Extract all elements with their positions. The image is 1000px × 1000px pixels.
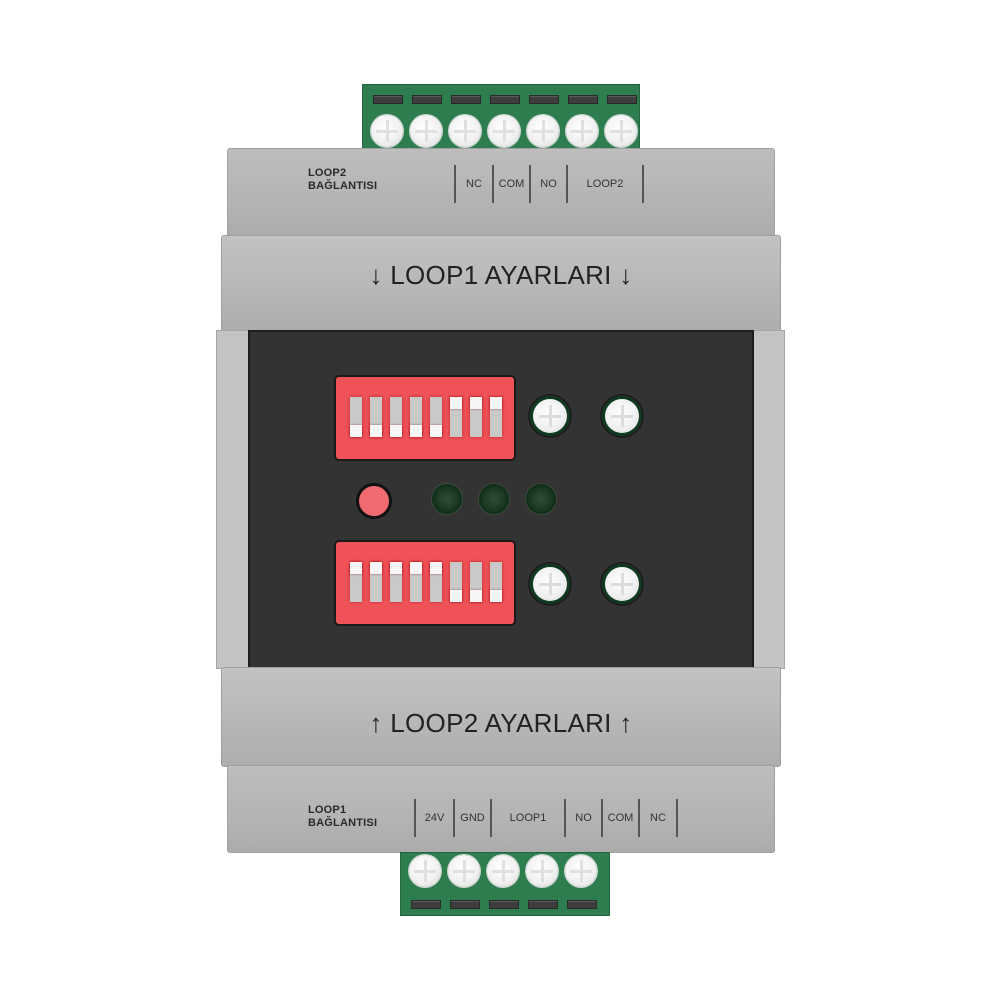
terminal-slot — [450, 900, 480, 909]
dip-switch-loop1 — [334, 375, 516, 461]
green-led-indicator-3 — [525, 483, 557, 515]
divider — [676, 799, 678, 837]
terminal-slot — [412, 95, 442, 104]
divider — [454, 165, 456, 203]
terminal-slot — [490, 95, 520, 104]
arrow-down-icon: ↓ — [619, 260, 633, 290]
terminal-screw-icon[interactable] — [566, 115, 598, 147]
panel-screw-icon[interactable] — [530, 396, 570, 436]
divider — [564, 799, 566, 837]
dip-toggle-8[interactable] — [490, 397, 502, 437]
terminal-label-no: NO — [575, 812, 592, 824]
dip-toggle-5[interactable] — [430, 397, 442, 437]
terminal-screw-icon[interactable] — [449, 115, 481, 147]
terminal-screw-icon[interactable] — [527, 115, 559, 147]
loop2-settings-text: LOOP2 AYARLARI — [390, 708, 612, 738]
bottom-terminal-labels: 24V GND LOOP1 NO COM NC — [414, 799, 678, 837]
terminal-label-nc: NC — [466, 178, 482, 190]
panel-screw-icon[interactable] — [602, 396, 642, 436]
dip-toggle-4[interactable] — [410, 397, 422, 437]
top-terminal-block — [362, 84, 640, 150]
dip-toggle-6[interactable] — [450, 397, 462, 437]
dip-toggle-5[interactable] — [430, 562, 442, 602]
right-side-rail — [752, 330, 785, 669]
terminal-slot — [607, 95, 637, 104]
terminal-screw-icon[interactable] — [371, 115, 403, 147]
loop1-settings-label: ↓ LOOP1 AYARLARI ↓ — [222, 260, 780, 291]
dip-toggle-7[interactable] — [470, 562, 482, 602]
top-label-plate: LOOP2 BAĞLANTISI NC COM NO LOOP2 — [227, 148, 775, 238]
divider — [414, 799, 416, 837]
title-line-1: LOOP2 — [308, 167, 347, 179]
green-led-indicator-2 — [478, 483, 510, 515]
dip-toggle-8[interactable] — [490, 562, 502, 602]
front-panel — [248, 330, 754, 669]
terminal-label-gnd: GND — [460, 812, 485, 824]
upper-step-band: ↓ LOOP1 AYARLARI ↓ — [221, 235, 781, 333]
terminal-label-loop2: LOOP2 — [586, 178, 624, 190]
terminal-screw-icon[interactable] — [565, 855, 597, 887]
terminal-label-24v: 24V — [424, 812, 445, 824]
divider — [642, 165, 644, 203]
terminal-screw-icon[interactable] — [409, 855, 441, 887]
terminal-screw-icon[interactable] — [410, 115, 442, 147]
dip-toggle-2[interactable] — [370, 562, 382, 602]
loop2-settings-label: ↑ LOOP2 AYARLARI ↑ — [222, 708, 780, 739]
divider — [492, 165, 494, 203]
lower-step-band: ↑ LOOP2 AYARLARI ↑ — [221, 667, 781, 767]
terminal-slot — [568, 95, 598, 104]
top-terminal-labels: NC COM NO LOOP2 — [454, 165, 644, 203]
title-line-1: LOOP1 — [308, 804, 347, 816]
title-line-2: BAĞLANTISI — [308, 180, 378, 192]
bottom-label-plate: LOOP1 BAĞLANTISI 24V GND LOOP1 NO COM NC — [227, 765, 775, 853]
terminal-screw-icon[interactable] — [448, 855, 480, 887]
left-side-rail — [216, 330, 250, 669]
loop2-connection-title: LOOP2 BAĞLANTISI — [308, 167, 377, 193]
red-led-indicator — [356, 483, 392, 519]
bottom-terminal-block — [400, 852, 610, 916]
terminal-label-com: COM — [607, 812, 634, 824]
terminal-screw-icon[interactable] — [488, 115, 520, 147]
dip-switch-loop2 — [334, 540, 516, 626]
dip-toggle-3[interactable] — [390, 562, 402, 602]
arrow-down-icon: ↓ — [369, 260, 383, 290]
terminal-slot — [373, 95, 403, 104]
terminal-slot — [411, 900, 441, 909]
dip-toggle-4[interactable] — [410, 562, 422, 602]
dip-toggle-1[interactable] — [350, 562, 362, 602]
dip-toggle-6[interactable] — [450, 562, 462, 602]
dip-toggle-1[interactable] — [350, 397, 362, 437]
terminal-slot — [529, 95, 559, 104]
panel-screw-icon[interactable] — [530, 564, 570, 604]
terminal-label-loop1: LOOP1 — [509, 812, 547, 824]
loop1-connection-title: LOOP1 BAĞLANTISI — [308, 804, 377, 830]
dip-toggle-3[interactable] — [390, 397, 402, 437]
terminal-label-nc: NC — [650, 812, 666, 824]
terminal-slot — [567, 900, 597, 909]
panel-screw-icon[interactable] — [602, 564, 642, 604]
arrow-up-icon: ↑ — [619, 708, 633, 738]
terminal-label-com: COM — [498, 178, 525, 190]
divider — [490, 799, 492, 837]
divider — [529, 165, 531, 203]
title-line-2: BAĞLANTISI — [308, 817, 378, 829]
terminal-slot — [489, 900, 519, 909]
terminal-screw-icon[interactable] — [526, 855, 558, 887]
terminal-slot — [528, 900, 558, 909]
terminal-label-no: NO — [540, 178, 557, 190]
loop1-settings-text: LOOP1 AYARLARI — [390, 260, 612, 290]
divider — [601, 799, 603, 837]
green-led-indicator-1 — [431, 483, 463, 515]
terminal-screw-icon[interactable] — [487, 855, 519, 887]
dip-toggle-2[interactable] — [370, 397, 382, 437]
divider — [566, 165, 568, 203]
terminal-slot — [451, 95, 481, 104]
arrow-up-icon: ↑ — [369, 708, 383, 738]
divider — [638, 799, 640, 837]
divider — [453, 799, 455, 837]
dip-toggle-7[interactable] — [470, 397, 482, 437]
terminal-screw-icon[interactable] — [605, 115, 637, 147]
